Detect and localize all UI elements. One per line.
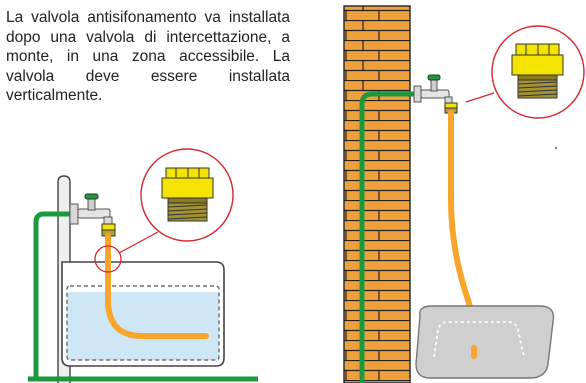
sink-water [67, 292, 219, 360]
green-supply-pipe-left [33, 211, 70, 380]
ground-basin-rim [433, 321, 525, 358]
water-tap-icon [413, 74, 453, 104]
garden-hose-left [105, 233, 209, 339]
valve-callout-circle-left [94, 245, 122, 273]
instructions-text: La valvola antisifonamento va installata… [6, 9, 290, 104]
valve-detail-zoom-icon [140, 148, 234, 242]
water-tap-icon [69, 193, 113, 226]
green-supply-pipe-right [359, 91, 418, 383]
brick-wall [343, 5, 411, 383]
wall-scene [343, 5, 585, 383]
valve-detail-zoom-icon [491, 25, 585, 119]
sink-scene [28, 148, 258, 383]
ground-basin [415, 305, 555, 379]
